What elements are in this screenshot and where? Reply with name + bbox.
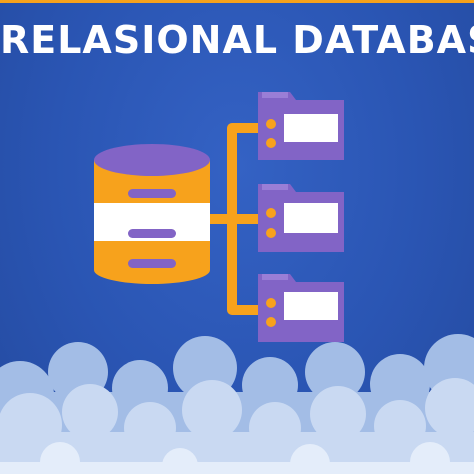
database-slot-3: [128, 259, 176, 268]
folder-paper: [284, 203, 338, 233]
connector-branch: [227, 123, 263, 315]
folder-dot: [266, 228, 276, 238]
folder-tab: [262, 184, 288, 190]
folder-dot: [266, 317, 276, 327]
cloud-highlight: [0, 442, 474, 474]
folder-dot: [266, 119, 276, 129]
table-folder-icon: [258, 274, 344, 342]
folder-dot: [266, 208, 276, 218]
table-folder-icon: [258, 92, 344, 160]
folder-dot: [266, 298, 276, 308]
database-slot-2: [128, 229, 176, 238]
top-accent-bar: [0, 0, 474, 3]
folder-paper: [284, 114, 338, 142]
connector-lines: [200, 123, 263, 315]
database-slot-1: [128, 189, 176, 198]
folder-paper: [284, 292, 338, 320]
folder-tab: [262, 274, 288, 280]
folder-tab: [262, 92, 288, 98]
table-folder-icon: [258, 184, 344, 252]
database-icon: [94, 144, 210, 284]
cloud-shapes: [0, 334, 474, 474]
page-title: RELASIONAL DATABASE: [0, 18, 474, 62]
database-bottom: [94, 256, 210, 284]
folder-dot: [266, 138, 276, 148]
database-top: [94, 144, 210, 176]
